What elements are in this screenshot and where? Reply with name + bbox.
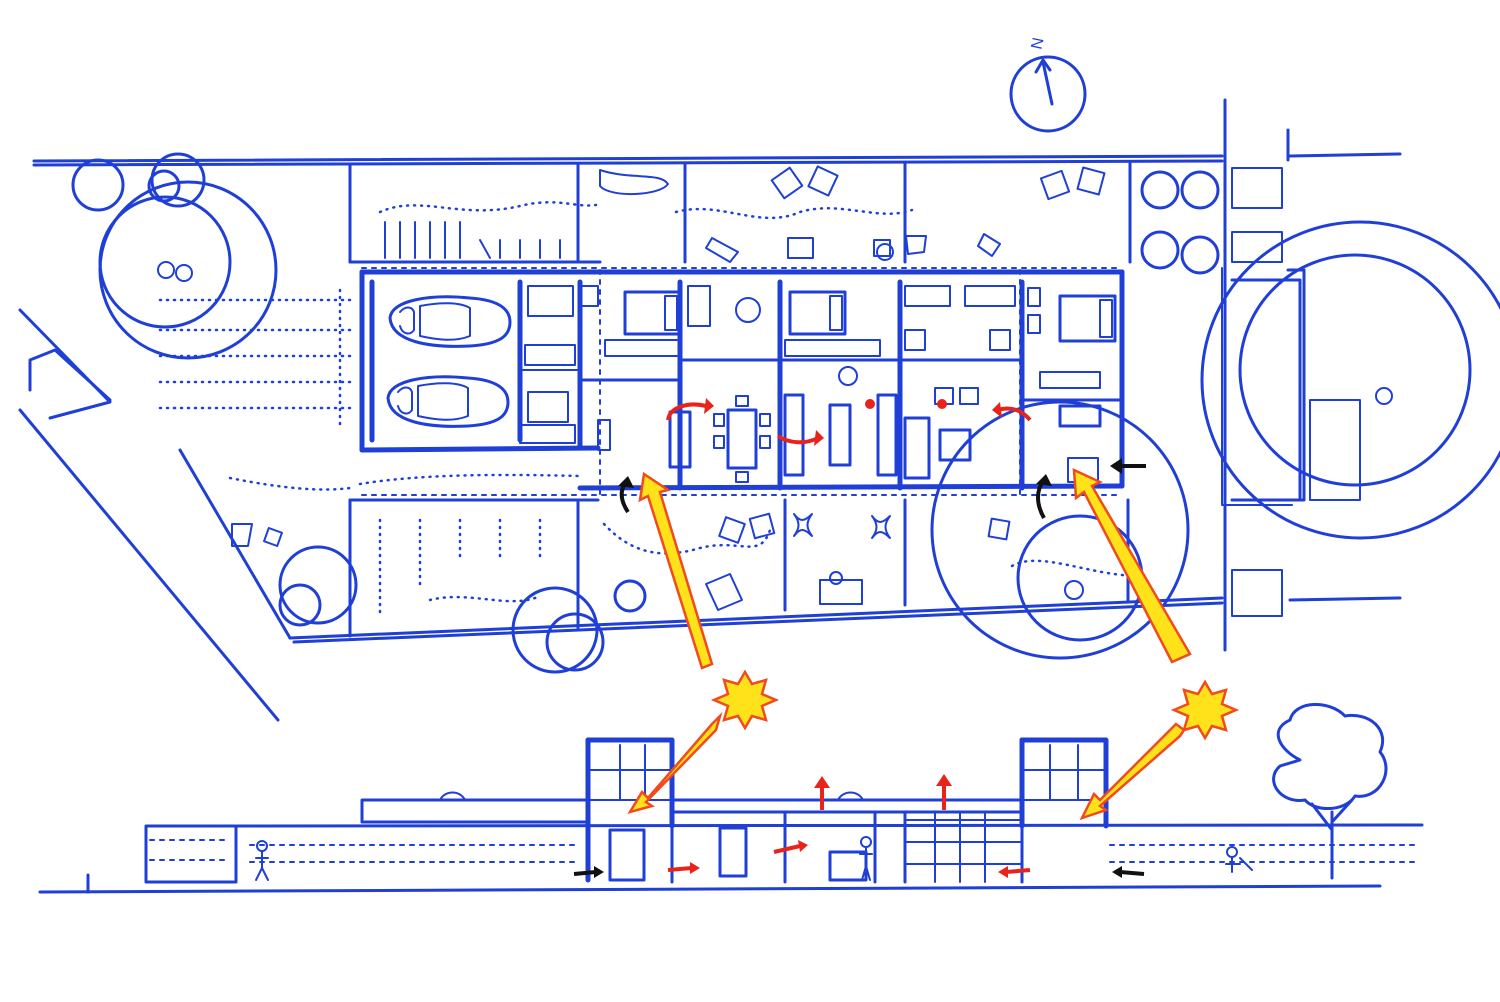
person-icon (859, 836, 873, 881)
sun-ray-arrow (627, 711, 723, 815)
bed-icon (604, 290, 682, 357)
bed-icon (1039, 294, 1117, 389)
solar-diagram (627, 467, 1240, 821)
floor-plan-walls (338, 160, 1132, 632)
sun-icon (710, 669, 780, 731)
sun-ray-arrow (1072, 467, 1192, 664)
dining-table-icon (713, 395, 771, 483)
north-label: N (1029, 36, 1048, 51)
north-arrow: N (1009, 36, 1087, 133)
person-icon (1225, 846, 1253, 873)
trees (71, 152, 1500, 674)
sun-ray-arrow (638, 471, 714, 670)
site-boundary (18, 98, 1402, 722)
sun-icon (1170, 679, 1240, 741)
garage-cars (386, 295, 512, 428)
furniture (231, 165, 1117, 611)
person-icon (255, 840, 269, 881)
car-icon (388, 295, 512, 348)
landscape-planting (158, 167, 1361, 618)
sun-ray-arrow (1079, 722, 1186, 821)
building-section (38, 703, 1424, 894)
car-icon (386, 375, 510, 428)
bed-icon (784, 290, 881, 357)
tree-icon (1272, 703, 1388, 880)
airflow-arrows (573, 458, 1146, 878)
ventilation-arrows (666, 398, 1032, 878)
